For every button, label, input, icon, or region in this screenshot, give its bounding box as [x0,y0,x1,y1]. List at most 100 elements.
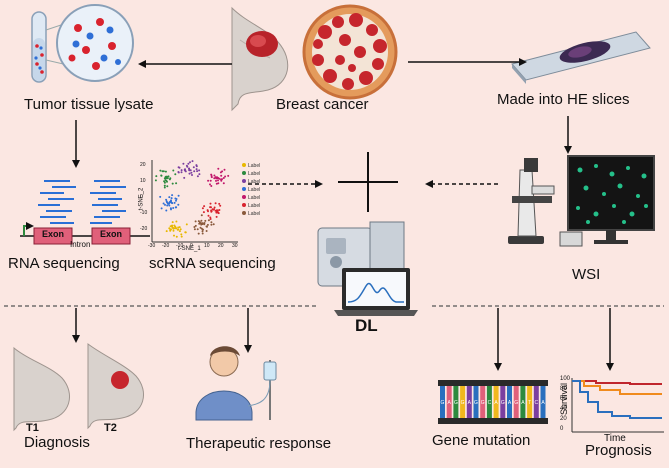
dna-base-bar [500,386,506,418]
tsne-xtick: 30 [232,243,238,249]
tsne-point [188,172,191,175]
survival-series-3 [572,380,662,419]
dna-base-letter: G [461,400,465,406]
survival-ytick: 40 [560,406,567,412]
intron-label: Intron [70,240,91,249]
tsne-point [183,176,186,179]
dna-base-letter: A [448,400,452,406]
tsne-xtick: 20 [218,243,224,249]
tsne-point [210,173,213,176]
tsne-point [197,232,200,235]
label-t1: T1 [26,422,39,434]
tsne-point [193,228,196,231]
tsne-point [165,179,168,182]
tsne-point [177,226,180,229]
tsne-point [165,209,168,212]
tsne-point [162,170,165,173]
dna-base-letter: T [528,400,531,406]
tsne-point [207,214,210,217]
tsne-point [218,177,221,180]
tsne-legend-marker [242,211,246,215]
tsne-point [163,186,166,189]
tsne-point [222,182,225,185]
tsne-point [163,180,166,183]
dna-base-bar [453,386,459,418]
tsne-point [212,223,215,226]
tsne-point [210,185,213,187]
tsne-point [177,194,180,197]
tsne-point [199,226,202,229]
tsne-point [217,167,220,170]
tsne-point [167,175,170,178]
tsne-legend-marker [242,171,246,175]
tsne-point [175,198,178,200]
tsne-point [164,170,167,173]
breast-t2-icon [87,343,144,430]
dna-base-bar [480,386,486,418]
tsne-point [176,228,179,231]
tsne-point [171,202,174,205]
tsne-point [219,204,222,207]
tsne-legend-label: Label [248,203,260,209]
dna-base-letter: A [468,400,472,406]
tsne-point [175,220,178,223]
tsne-point [213,208,215,211]
tsne-xtick: -20 [162,243,170,249]
tsne-legend-label: Label [248,187,260,193]
tsne-point [219,171,222,174]
tsne-point [213,174,216,177]
survival-ytick: 20 [560,416,567,422]
tsne-point [196,228,199,231]
label-wsi: WSI [572,266,601,283]
tsne-point [215,182,218,185]
dna-base-bar [440,386,445,418]
tsne-legend-label: Label [248,179,260,185]
tsne-point [175,182,178,185]
survival-xlabel: Time [604,433,626,444]
dna-base-bar [473,386,479,418]
tsne-point [172,207,175,209]
dna-base-letter: G [514,400,518,406]
survival-ytick: 60 [560,396,567,402]
tsne-point [168,204,171,207]
label-dl: DL [355,316,378,335]
tsne-point [160,174,163,177]
tsne-xtick: -30 [148,243,156,249]
tsne-point [215,215,218,218]
tsne-point [178,226,181,229]
tsne-point [200,219,203,222]
tsne-point [214,209,217,212]
tsne-point [209,202,212,205]
tsne-point [170,228,172,231]
survival-series-1 [572,380,662,385]
tsne-point [184,231,187,234]
tsne-point [205,230,208,232]
tsne-point [165,200,168,203]
tsne-point [166,185,169,188]
tsne-point [178,230,181,233]
tsne-point [206,223,209,226]
tsne-point [190,171,193,174]
tsne-point [173,201,176,204]
tsne-xlabel: t-SNE_1 [178,246,201,252]
tsne-point [209,218,212,220]
test-tube-icon [31,4,134,83]
tsne-point [218,202,221,205]
dna-base-bar [493,386,499,418]
tsne-point [180,233,183,236]
label-therapeutic-response: Therapeutic response [186,435,332,452]
he-slide-icon [511,31,651,84]
tsne-point [201,230,204,233]
dna-base-letter: G [454,400,458,406]
tsne-point [168,196,171,199]
dna-base-letter: G [501,400,505,406]
tsne-point [220,178,223,181]
tsne-point [209,183,211,186]
label-gene-mutation: Gene mutation [432,432,531,449]
tsne-point [171,194,174,197]
label-breast-cancer: Breast cancer [276,96,369,113]
tsne-point [171,224,174,227]
dna-base-letter: G [441,400,445,406]
tsne-point [224,175,227,178]
